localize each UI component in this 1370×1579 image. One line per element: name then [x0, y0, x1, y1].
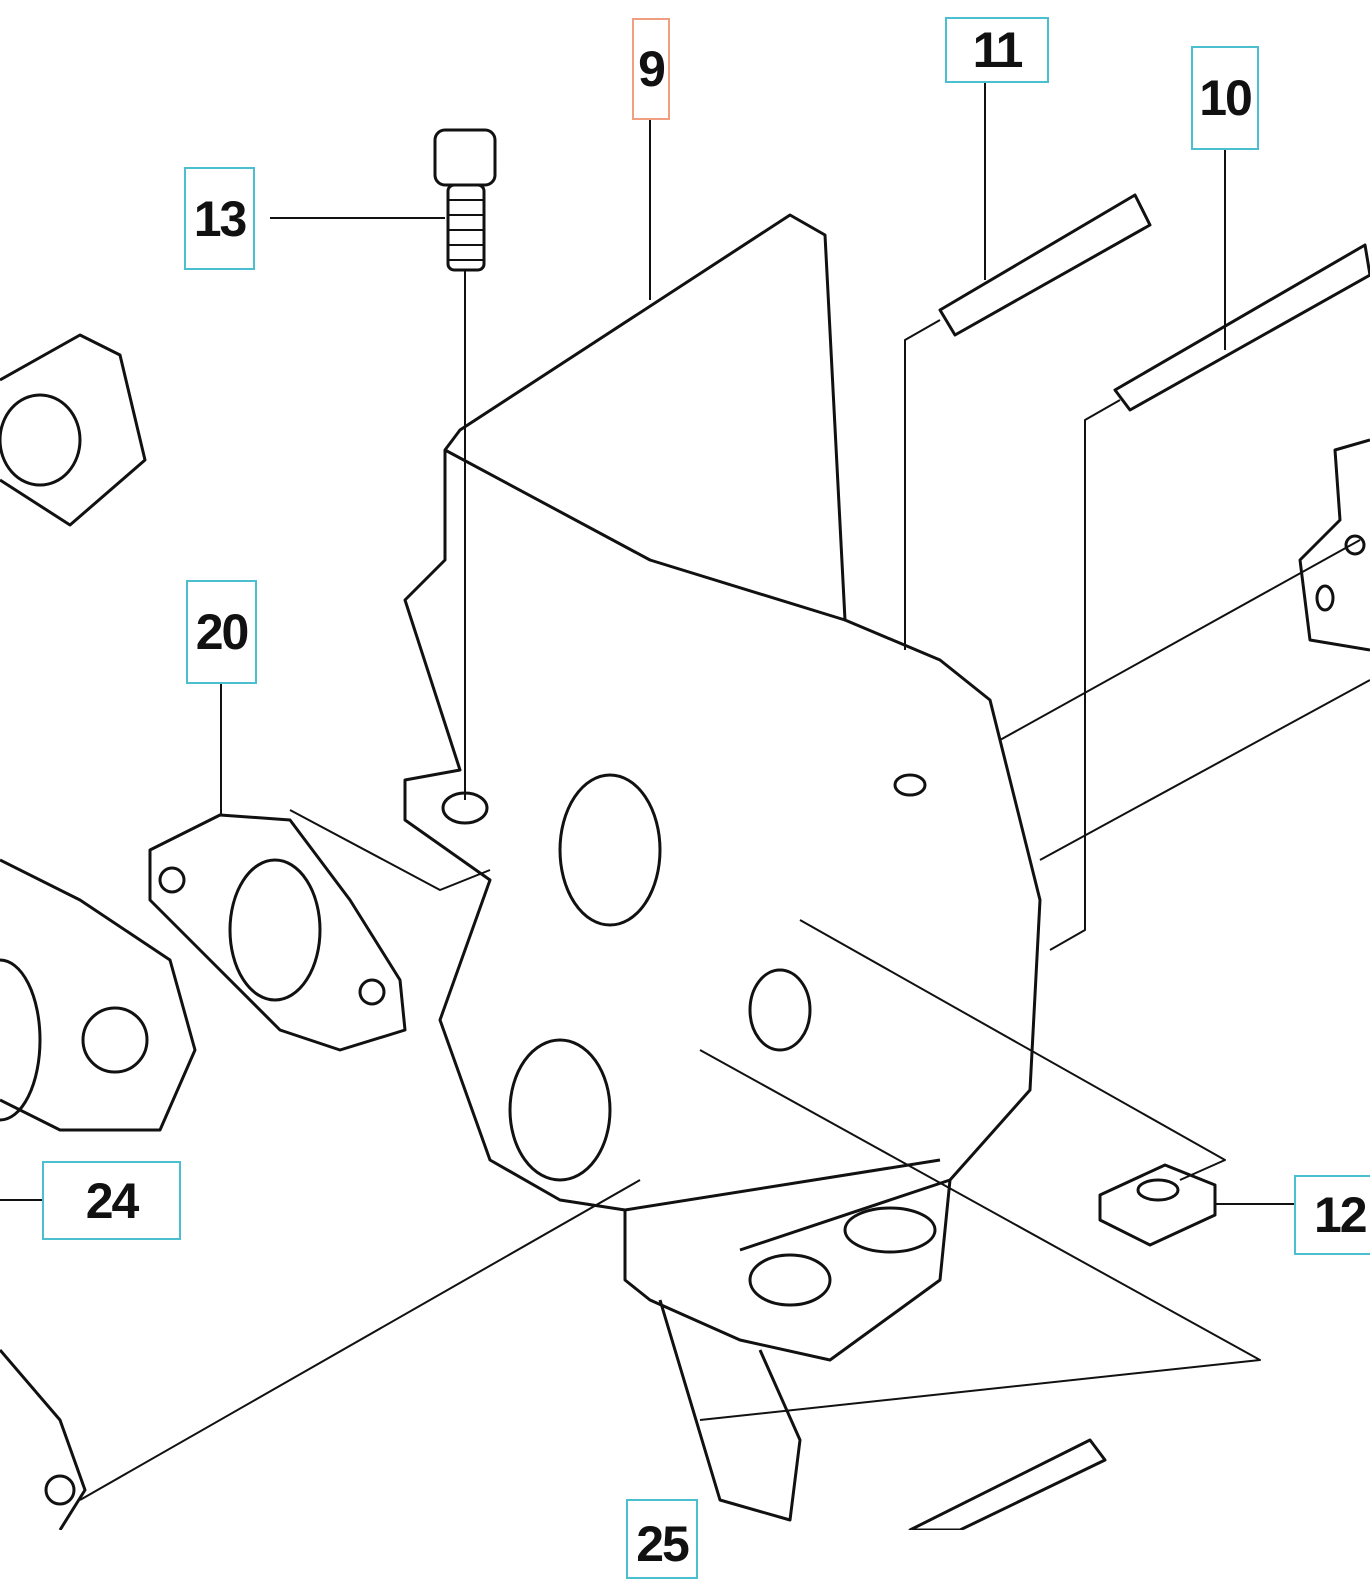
- callout-9[interactable]: 9: [632, 18, 670, 120]
- screw-13-part: [433, 128, 497, 272]
- bolt-11-part: [938, 193, 1152, 337]
- callout-24[interactable]: 24: [42, 1161, 181, 1240]
- gasket-20-part: [148, 813, 407, 1052]
- callout-11[interactable]: 11: [945, 17, 1049, 83]
- housing-9-part: [403, 213, 1042, 1522]
- leader-lines: [0, 82, 1370, 1501]
- screw-25-part: [908, 1438, 1107, 1530]
- bolt-10-part: [1113, 243, 1370, 412]
- callout-12[interactable]: 12: [1294, 1175, 1370, 1255]
- callout-25[interactable]: 25: [626, 1499, 698, 1579]
- left-parts: [0, 333, 197, 1530]
- exploded-parts-drawing: [0, 82, 1370, 1530]
- nut-12-part: [1098, 1163, 1217, 1247]
- right-parts: [1298, 438, 1370, 652]
- callout-10[interactable]: 10: [1191, 46, 1259, 150]
- callout-20[interactable]: 20: [186, 580, 257, 684]
- callout-13[interactable]: 13: [184, 167, 255, 270]
